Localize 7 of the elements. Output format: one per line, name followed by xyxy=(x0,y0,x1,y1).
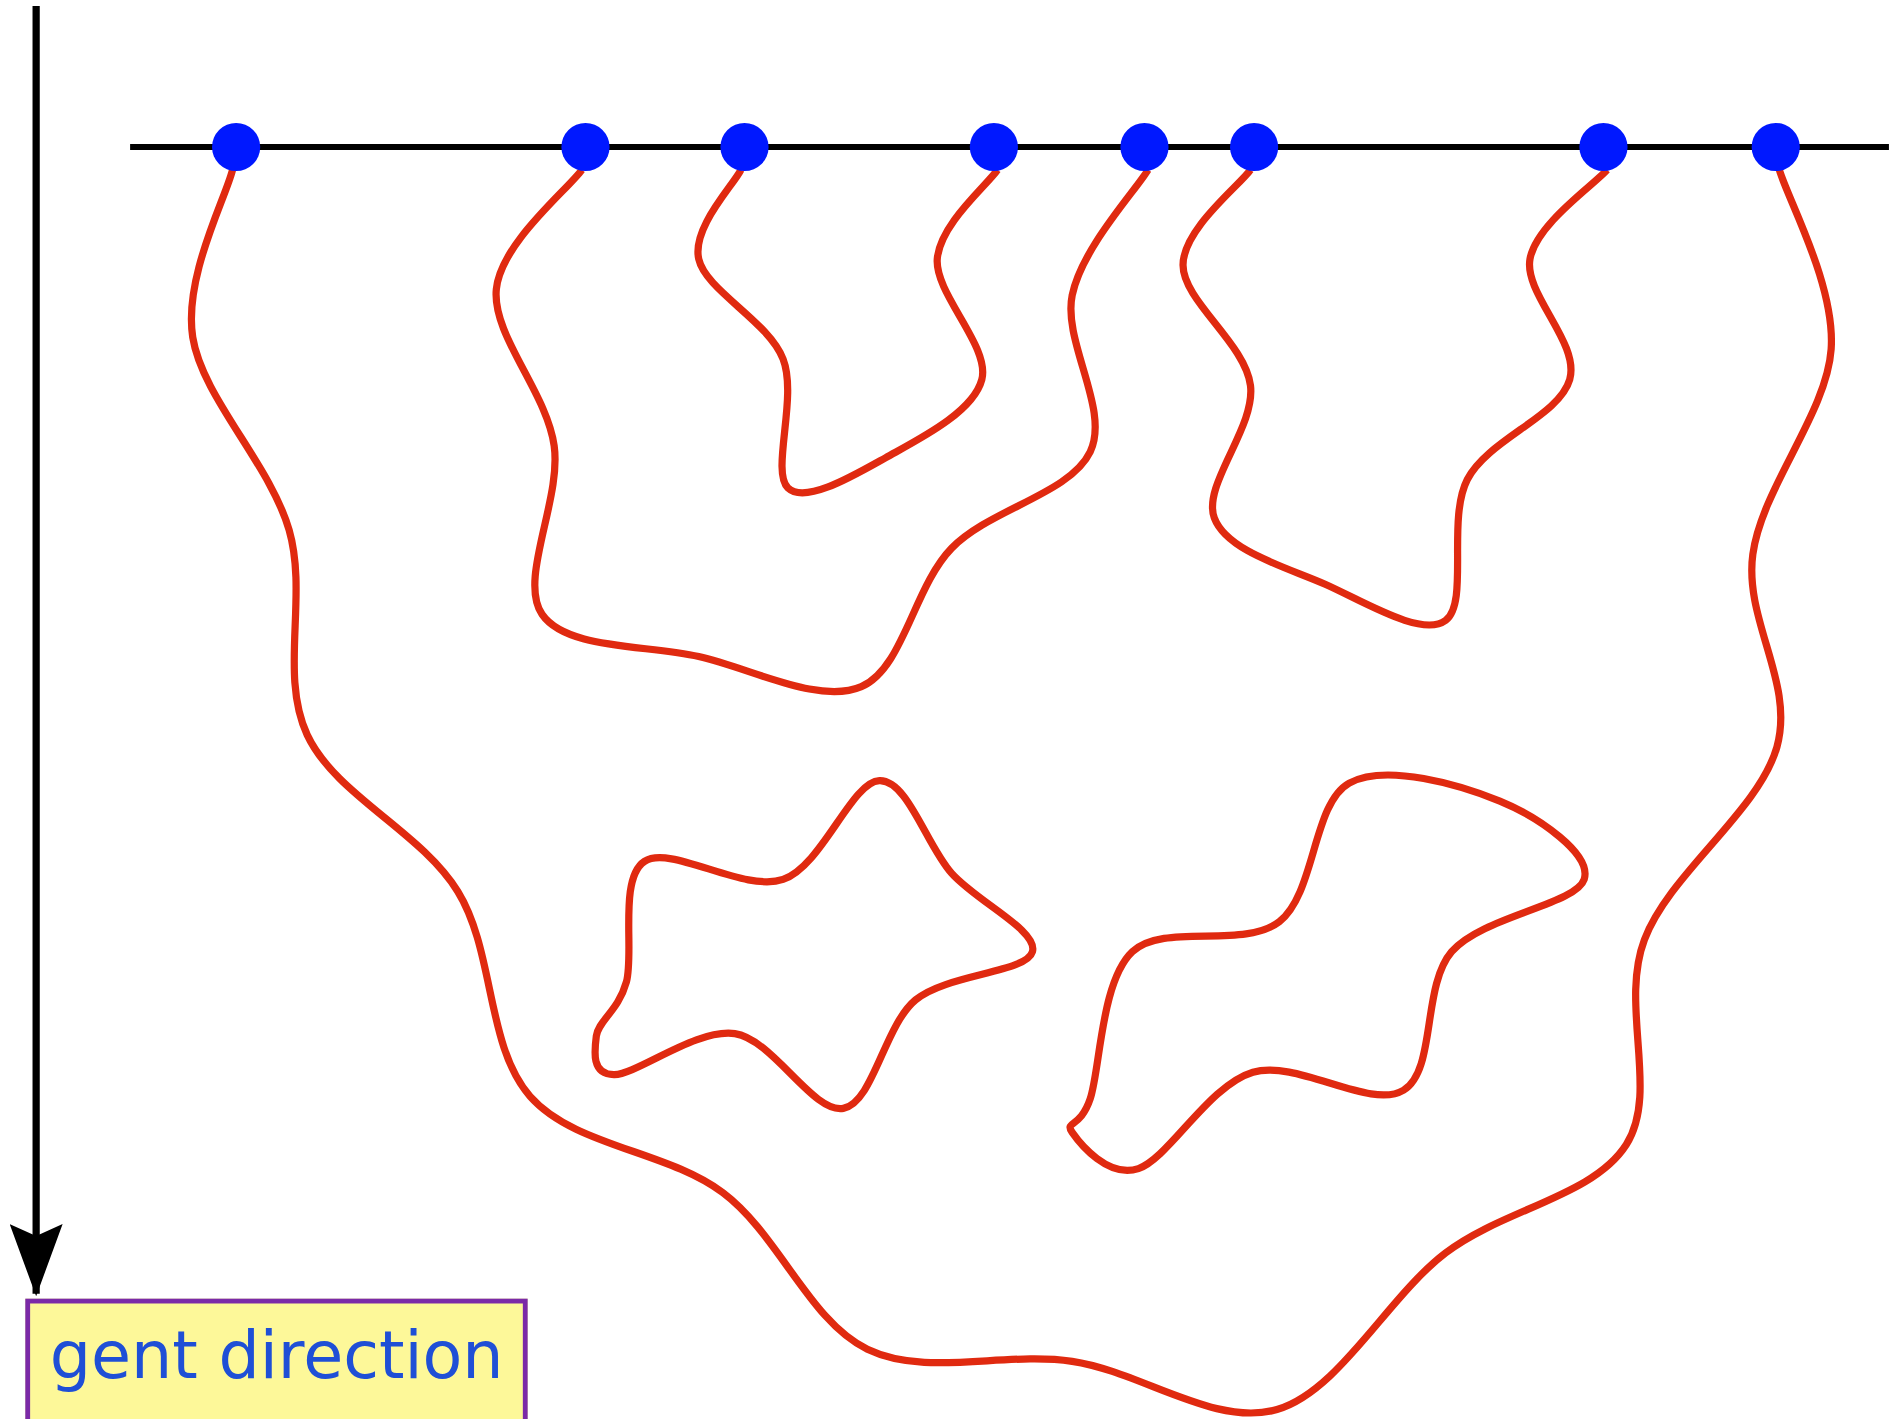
connecting-curve xyxy=(188,168,1835,1417)
closed-loop xyxy=(591,777,1037,1112)
connecting-curve xyxy=(492,167,1152,695)
label-box: gent direction xyxy=(25,1298,528,1419)
vertex-dot xyxy=(561,122,610,172)
closed-loop xyxy=(1066,771,1589,1174)
connecting-curve xyxy=(1179,167,1610,629)
